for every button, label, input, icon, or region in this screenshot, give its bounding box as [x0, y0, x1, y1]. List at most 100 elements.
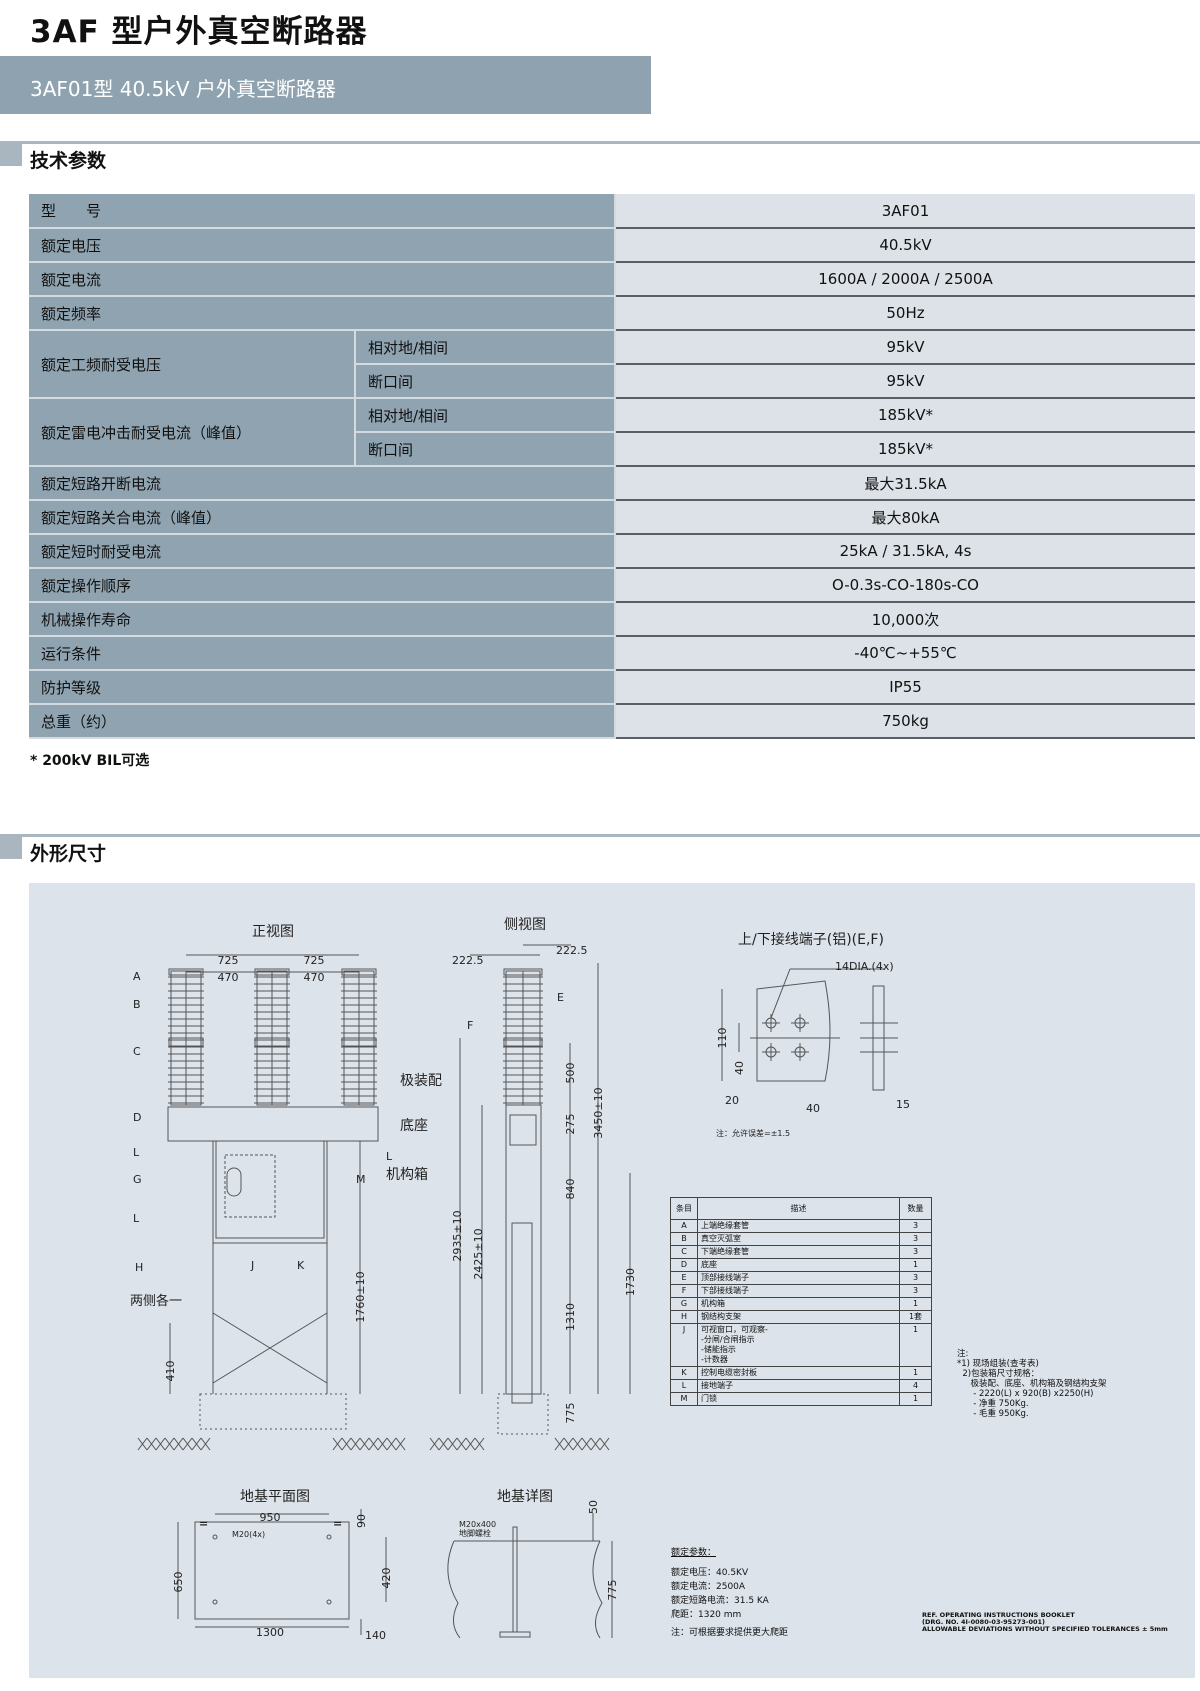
part-qty: 1套: [899, 1310, 932, 1324]
dim-650: 650: [172, 1572, 185, 1593]
spec-label: 机械操作寿命: [29, 602, 616, 637]
dim-40: 40: [806, 1102, 820, 1115]
spec-label: 额定频率: [29, 296, 616, 331]
part-id: E: [670, 1271, 698, 1285]
dim-775: 775: [606, 1580, 619, 1601]
part-description: 真空灭弧室: [697, 1232, 900, 1246]
part-qty: 1: [899, 1297, 932, 1311]
dim-3450: 3450±10: [592, 1087, 605, 1138]
section-divider: [0, 141, 1200, 144]
ref-line: (DRG. NO. 4I-0080-03-95273-001): [922, 1618, 1046, 1626]
dim-40: 40: [733, 1061, 746, 1075]
dim-110: 110: [716, 1028, 729, 1049]
callout-m: M: [356, 1173, 366, 1186]
part-id: H: [670, 1310, 698, 1324]
dim-15: 15: [896, 1098, 910, 1111]
callout-f: F: [467, 1019, 473, 1032]
spec-row: 额定短路关合电流（峰值）最大80kA: [29, 500, 1195, 535]
spec-label: 额定短路开断电流: [29, 466, 616, 501]
part-description: 门锁: [697, 1392, 900, 1406]
rated-line: 爬距：1320 mm: [671, 1610, 742, 1620]
ref-line: REF. OPERATING INSTRUCTIONS BOOKLET: [922, 1611, 1075, 1619]
spec-value: 95kV: [614, 364, 1195, 399]
dim-2935: 2935±10: [451, 1210, 464, 1261]
part-description: 下部接线端子: [697, 1284, 900, 1298]
part-qty: 3: [899, 1284, 932, 1298]
section-marker: [0, 837, 22, 859]
callout-h: H: [135, 1261, 143, 1274]
callout-j: J: [250, 1259, 254, 1272]
dim-775: 775: [564, 1403, 577, 1424]
part-qty: 1: [899, 1366, 932, 1380]
dim-1760: 1760±10: [354, 1271, 367, 1322]
spec-row: 额定短路开断电流最大31.5kA: [29, 466, 1195, 501]
dim-840: 840: [564, 1179, 577, 1200]
col-header: 数量: [899, 1197, 932, 1220]
part-id: K: [670, 1366, 698, 1380]
dim-50: 50: [587, 1500, 600, 1514]
section-divider: [0, 834, 1200, 837]
part-qty: 3: [899, 1245, 932, 1259]
spec-value: IP55: [614, 670, 1195, 705]
spec-row: 总重（约）750kg: [29, 704, 1195, 739]
dim-1300: 1300: [256, 1626, 284, 1639]
dim-420: 420: [380, 1568, 393, 1589]
rated-line: 额定电流：2500A: [671, 1582, 746, 1592]
callout-k: K: [297, 1259, 305, 1272]
spec-sublabel: 断口间: [355, 364, 616, 399]
callout-b: B: [133, 998, 141, 1011]
spec-label: 额定电压: [29, 228, 616, 263]
callout-l: L: [386, 1150, 393, 1163]
dim-90: 90: [355, 1514, 368, 1528]
rated-heading: 额定参数：: [671, 1548, 717, 1558]
rated-parameters: 额定参数： 额定电压：40.5KV 额定电流：2500A 额定短路电流：31.5…: [671, 1546, 788, 1640]
terminal-title: 上/下接线端子(铝)(E,F): [738, 931, 884, 948]
dim-410: 410: [164, 1361, 177, 1382]
dim-140: 140: [365, 1629, 386, 1642]
dim-20: 20: [725, 1094, 739, 1107]
dim-275: 275: [564, 1114, 577, 1135]
dim-222-5: 222.5: [452, 954, 484, 967]
part-id: B: [670, 1232, 698, 1246]
part-id: F: [670, 1284, 698, 1298]
callout-pole-assembly: 极装配: [400, 1073, 442, 1089]
callout-e: E: [557, 991, 564, 1004]
callout-both-sides: 两侧各一: [130, 1293, 182, 1309]
spec-value: 185kV*: [614, 398, 1195, 433]
spec-value: 1600A / 2000A / 2500A: [614, 262, 1195, 297]
anchor-bolt-spec: M20x400: [459, 1520, 496, 1529]
dim-470: 470: [304, 971, 325, 984]
part-description: 钢结构支架: [697, 1310, 900, 1324]
callout-g: G: [133, 1173, 142, 1186]
part-id: J: [670, 1323, 698, 1367]
part-qty: 3: [899, 1232, 932, 1246]
side-view-title: 侧视图: [504, 917, 546, 933]
spec-value: 3AF01: [614, 194, 1195, 229]
equal-mark: =: [199, 1517, 208, 1530]
bolt-spec: M20(4x): [232, 1530, 265, 1539]
col-header: 描述: [697, 1197, 900, 1220]
part-description: 底座: [697, 1258, 900, 1272]
dim-2425: 2425±10: [472, 1228, 485, 1279]
spec-label: 额定电流: [29, 262, 616, 297]
spec-label: 额定操作顺序: [29, 568, 616, 603]
part-description: 顶部接线端子: [697, 1271, 900, 1285]
spec-label: 额定短时耐受电流: [29, 534, 616, 569]
part-id: G: [670, 1297, 698, 1311]
drawing-geometry: [137, 944, 898, 1639]
hole-spec: 14DIA.(4x): [835, 960, 894, 973]
spec-value: 50Hz: [614, 296, 1195, 331]
dim-500: 500: [564, 1063, 577, 1084]
